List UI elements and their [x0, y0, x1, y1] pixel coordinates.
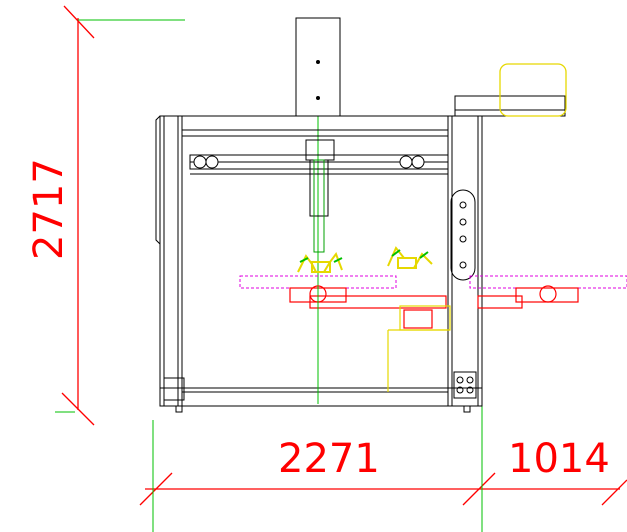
gripper-left: [297, 251, 343, 273]
lower-fixture: [387, 305, 451, 392]
machine-frame: [155, 95, 566, 413]
vertical-arm: [313, 159, 325, 253]
offset-dimension-label: 1014: [508, 436, 610, 482]
extension-lines: [55, 19, 483, 532]
z-axis-column: [295, 17, 341, 117]
vertical-dimension: [61, 5, 95, 426]
work-zone: [239, 275, 627, 289]
width-dimension-label: 2271: [278, 436, 380, 482]
rail-rollers: [193, 155, 425, 169]
height-dimension-label: 2717: [26, 158, 72, 260]
gripper-right: [387, 246, 433, 269]
control-box: [499, 63, 567, 117]
horizontal-dimension: [139, 472, 627, 506]
tray-fixtures: [289, 285, 579, 329]
